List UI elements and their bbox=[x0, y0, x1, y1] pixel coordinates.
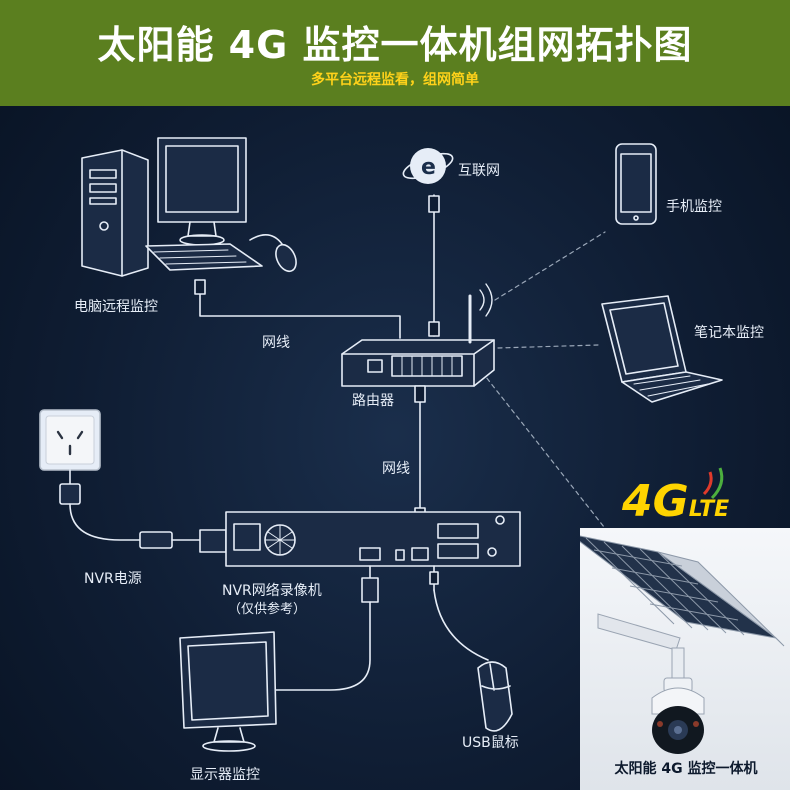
monitor-icon bbox=[179, 631, 277, 752]
power-socket-icon bbox=[39, 409, 227, 553]
label-nvr-power: NVR电源 bbox=[84, 571, 142, 587]
desktop-pc-icon bbox=[81, 137, 401, 339]
label-router: 路由器 bbox=[352, 393, 394, 409]
logo-lte-text: LTE bbox=[688, 497, 730, 522]
page-subtitle: 多平台远程监看，组网简单 bbox=[311, 72, 479, 88]
label-nvr: NVR网络录像机 bbox=[222, 583, 322, 599]
smartphone-icon bbox=[615, 143, 657, 225]
label-internet: 互联网 bbox=[458, 163, 500, 179]
svg-text:e: e bbox=[421, 155, 436, 180]
network-diagram: e bbox=[39, 137, 723, 752]
device-panel bbox=[569, 528, 790, 790]
header-banner: 太阳能 4G 监控一体机组网拓扑图 多平台远程监看，组网简单 bbox=[0, 0, 790, 106]
laptop-icon bbox=[601, 295, 723, 403]
page-title: 太阳能 4G 监控一体机组网拓扑图 bbox=[97, 23, 693, 67]
4g-lte-logo: 4GLTE bbox=[622, 476, 729, 527]
label-usb-mouse: USB鼠标 bbox=[462, 735, 519, 751]
label-monitor: 显示器监控 bbox=[190, 767, 260, 783]
label-laptop: 笔记本监控 bbox=[694, 325, 764, 341]
nvr-icon bbox=[225, 511, 521, 691]
wireless-link-mobile bbox=[494, 231, 606, 301]
label-pc: 电脑远程监控 bbox=[74, 299, 158, 315]
usb-mouse-icon bbox=[477, 661, 513, 732]
label-cable-mid: 网线 bbox=[382, 461, 410, 477]
label-nvr-note: （仅供参考） bbox=[228, 602, 307, 617]
label-device: 太阳能 4G 监控一体机 bbox=[614, 761, 758, 777]
solar-camera-icon bbox=[569, 533, 785, 754]
label-cable-top: 网线 bbox=[262, 335, 290, 351]
logo-4g-text: 4G bbox=[622, 476, 689, 527]
wireless-links bbox=[481, 231, 631, 561]
signal-waves-icon bbox=[702, 467, 724, 500]
wireless-link-device bbox=[481, 371, 631, 561]
label-mobile: 手机监控 bbox=[666, 199, 722, 215]
wireless-link-laptop bbox=[497, 344, 599, 349]
internet-explorer-icon: e bbox=[402, 148, 454, 337]
